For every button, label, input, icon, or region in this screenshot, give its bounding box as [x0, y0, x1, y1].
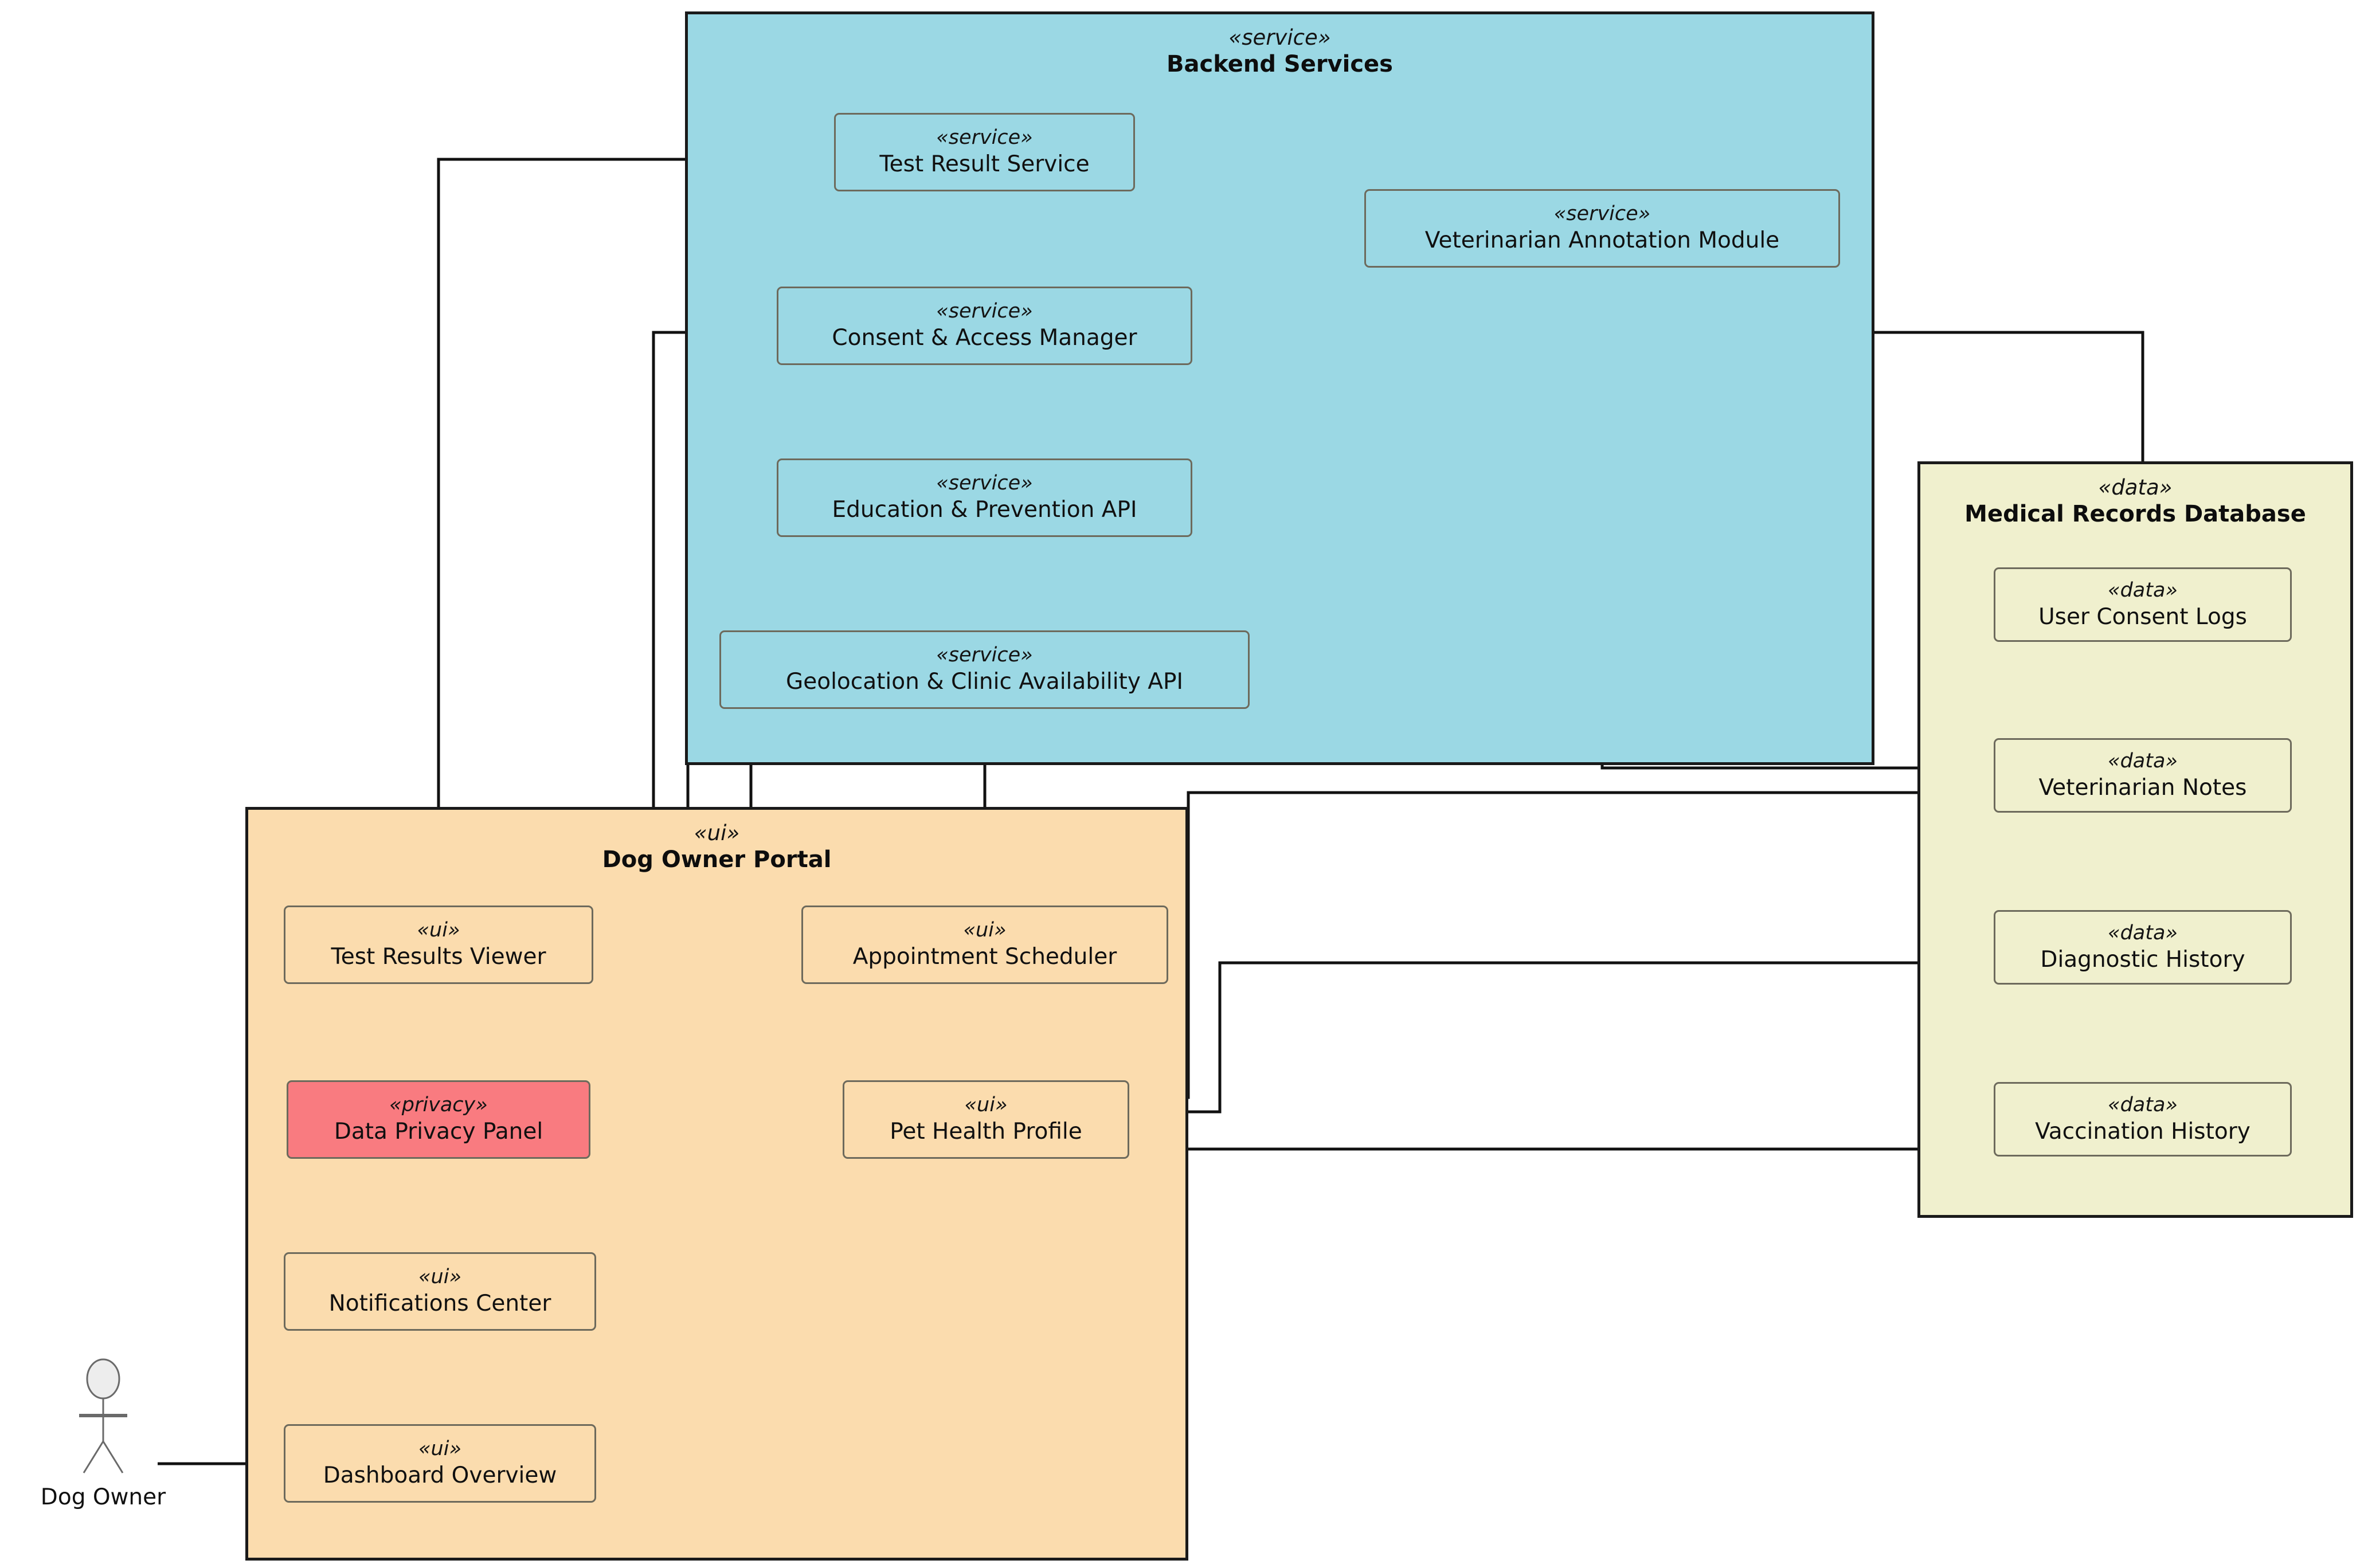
node-education-prevention-api[interactable]: «service» Education & Prevention API — [777, 458, 1192, 537]
node-name: Veterinarian Notes — [2038, 774, 2247, 801]
stereotype-label: «service» — [936, 126, 1033, 150]
stereotype-label: «data» — [2107, 1093, 2178, 1116]
node-name: User Consent Logs — [2038, 603, 2247, 630]
stereotype-label: «ui» — [417, 919, 460, 942]
stereotype-label: «service» — [1228, 25, 1331, 50]
node-name: Veterinarian Annotation Module — [1424, 228, 1780, 253]
stereotype-label: «data» — [2107, 921, 2178, 944]
node-name: Notifications Center — [328, 1291, 551, 1316]
container-name: Backend Services — [1167, 51, 1393, 78]
node-name: Vaccination History — [2035, 1118, 2251, 1144]
node-name: Test Results Viewer — [331, 944, 546, 970]
stereotype-label: «service» — [936, 644, 1033, 667]
stereotype-label: «ui» — [964, 1093, 1008, 1117]
stereotype-label: «ui» — [963, 919, 1007, 942]
node-name: Diagnostic History — [2040, 946, 2245, 973]
stereotype-label: «data» — [2107, 578, 2178, 602]
node-name: Data Privacy Panel — [334, 1119, 543, 1144]
node-user-consent-logs[interactable]: «data» User Consent Logs — [1994, 567, 2292, 642]
edge-pethealth-to-vetnotes-route — [1128, 789, 1992, 1099]
node-name: Appointment Scheduler — [852, 944, 1117, 970]
stereotype-label: «privacy» — [389, 1093, 488, 1117]
node-name: Pet Health Profile — [890, 1119, 1082, 1144]
node-test-result-service[interactable]: «service» Test Result Service — [834, 113, 1135, 191]
stereotype-label: «ui» — [418, 1265, 462, 1289]
node-pet-health-profile[interactable]: «ui» Pet Health Profile — [843, 1080, 1129, 1159]
node-veterinarian-annotation-module[interactable]: «service» Veterinarian Annotation Module — [1364, 189, 1840, 268]
node-data-privacy-panel[interactable]: «privacy» Data Privacy Panel — [287, 1080, 590, 1159]
container-name: Medical Records Database — [1964, 501, 2306, 528]
node-name: Consent & Access Manager — [832, 325, 1137, 351]
stereotype-label: «ui» — [694, 821, 740, 845]
stereotype-label: «data» — [2107, 749, 2178, 773]
stereotype-label: «service» — [1553, 202, 1651, 226]
node-diagnostic-history[interactable]: «data» Diagnostic History — [1994, 910, 2292, 985]
node-veterinarian-notes[interactable]: «data» Veterinarian Notes — [1994, 738, 2292, 813]
stick-figure-actor-icon — [79, 1358, 127, 1473]
node-name: Test Result Service — [879, 151, 1090, 177]
stereotype-label: «service» — [936, 300, 1033, 323]
container-name: Dog Owner Portal — [602, 846, 832, 873]
edge-pethealth-to-diagnostic — [1128, 959, 1992, 1114]
stereotype-label: «ui» — [418, 1437, 462, 1461]
node-appointment-scheduler[interactable]: «ui» Appointment Scheduler — [801, 905, 1168, 984]
stereotype-label: «service» — [936, 472, 1033, 495]
node-name: Geolocation & Clinic Availability API — [786, 669, 1183, 695]
actor-dog-owner: Dog Owner — [34, 1358, 172, 1510]
node-dashboard-overview[interactable]: «ui» Dashboard Overview — [284, 1424, 596, 1503]
container-medical-records-database-title: «data» Medical Records Database — [1920, 475, 2350, 528]
container-dog-owner-portal-title: «ui» Dog Owner Portal — [248, 820, 1185, 874]
actor-label: Dog Owner — [40, 1484, 166, 1510]
node-name: Dashboard Overview — [323, 1463, 557, 1488]
container-backend-services-title: «service» Backend Services — [688, 25, 1872, 79]
stereotype-label: «data» — [2098, 475, 2173, 500]
node-consent-access-manager[interactable]: «service» Consent & Access Manager — [777, 287, 1192, 365]
node-test-results-viewer[interactable]: «ui» Test Results Viewer — [284, 905, 593, 984]
node-notifications-center[interactable]: «ui» Notifications Center — [284, 1252, 596, 1331]
node-vaccination-history[interactable]: «data» Vaccination History — [1994, 1082, 2292, 1157]
node-name: Education & Prevention API — [832, 497, 1137, 523]
node-geolocation-clinic-availability-api[interactable]: «service» Geolocation & Clinic Availabil… — [719, 630, 1250, 709]
